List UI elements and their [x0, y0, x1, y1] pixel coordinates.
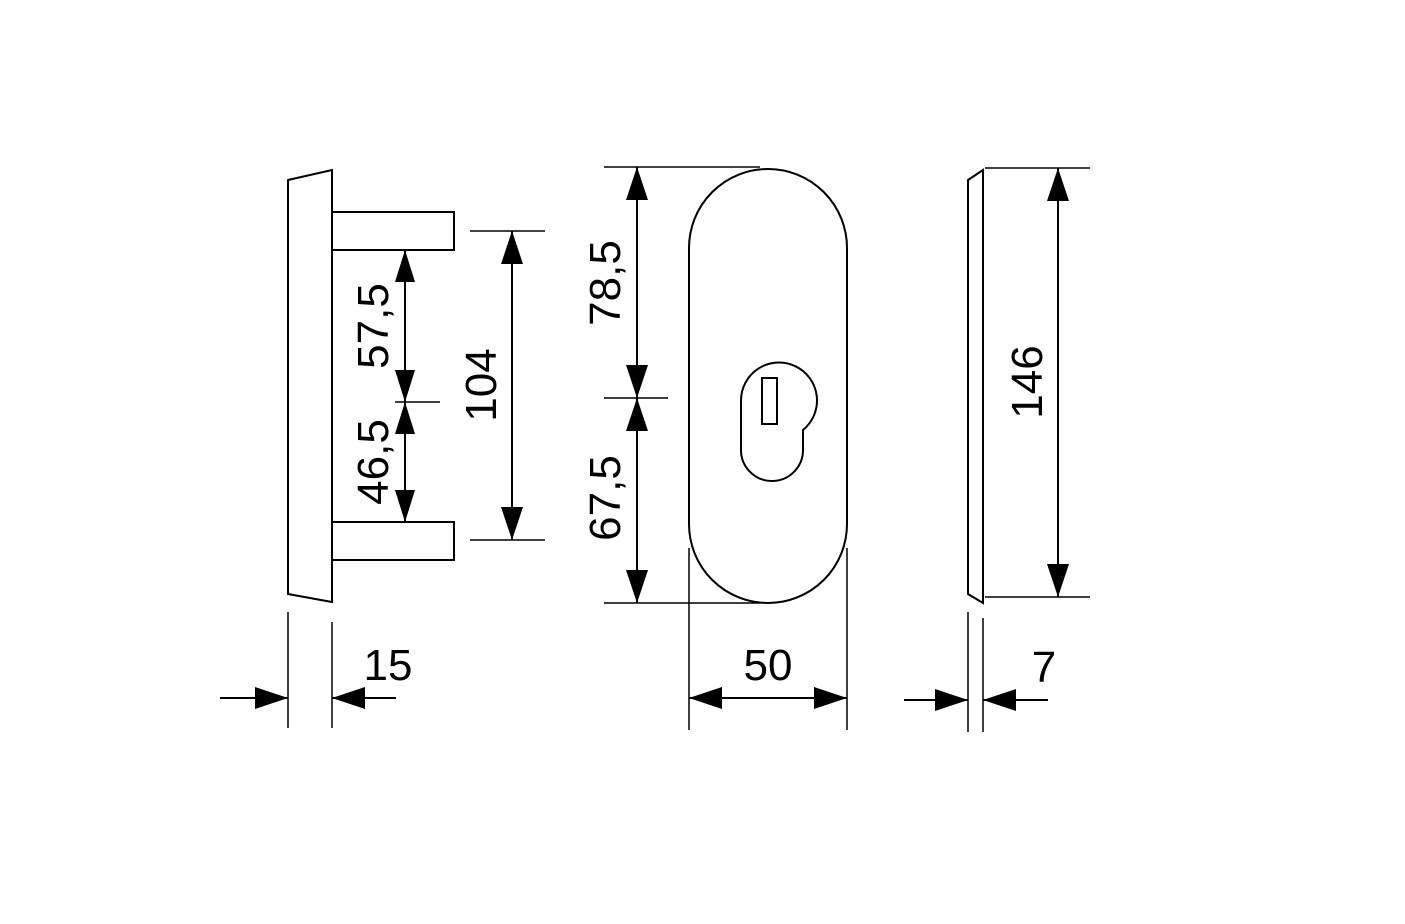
side-view-rosette-body	[287, 168, 333, 604]
dimension-label-67-5: 67,5	[581, 455, 630, 541]
side-view: 57,5 46,5 104 15	[220, 168, 545, 728]
dimension-height: 146	[1003, 168, 1069, 597]
dimension-side-depth: 15	[220, 612, 412, 728]
dimension-width: 50	[689, 641, 847, 709]
plate-side-profile	[967, 168, 984, 605]
side-view-pin-lower	[331, 521, 455, 561]
dimension-label-15: 15	[364, 641, 413, 690]
dimension-label-50: 50	[744, 641, 793, 690]
dimension-plate-thickness: 7	[904, 643, 1056, 711]
side-view-pin-upper	[331, 211, 455, 251]
dimension-label-7: 7	[1032, 643, 1056, 692]
cylinder-slot	[761, 377, 778, 425]
dimension-label-78-5: 78,5	[581, 240, 630, 326]
dimension-pin-split: 57,5 46,5	[349, 250, 415, 522]
plate-side-view: 146 7	[904, 167, 1090, 732]
dimension-label-46-5: 46,5	[349, 419, 398, 505]
dimension-pin-spacing: 104	[457, 231, 523, 540]
front-view: 78,5 67,5 50	[581, 166, 848, 730]
dimension-cylinder-position: 78,5 67,5	[581, 167, 648, 603]
dimension-label-57-5: 57,5	[349, 283, 398, 369]
dimension-label-146: 146	[1003, 345, 1052, 418]
dimension-label-104: 104	[457, 348, 506, 421]
cylinder-hole-outline	[740, 361, 818, 482]
